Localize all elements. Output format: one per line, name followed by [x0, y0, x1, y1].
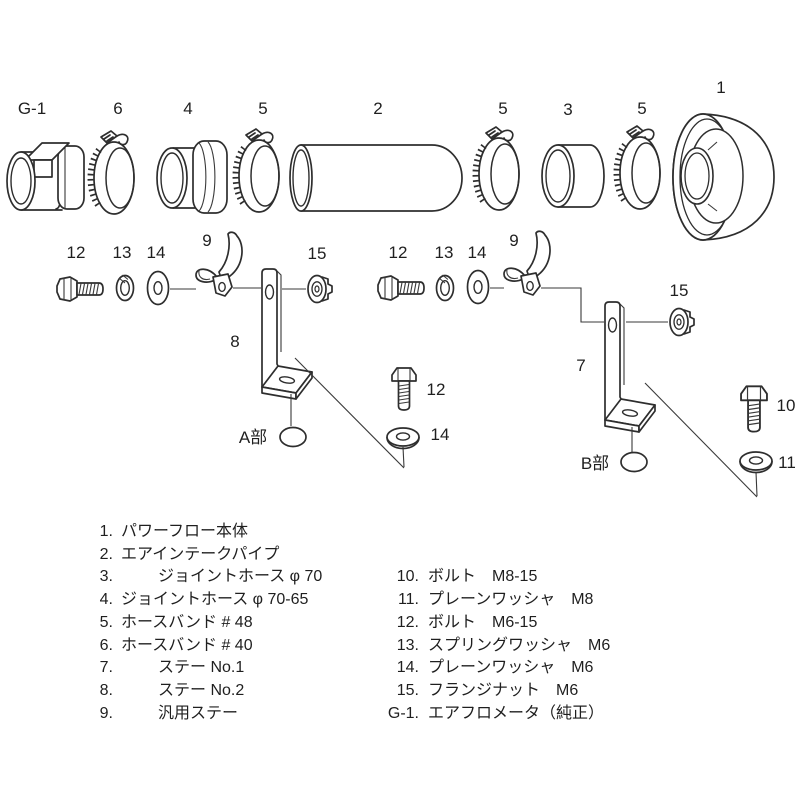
list-name-13: スプリングワッシャ M6 — [428, 636, 610, 654]
diagonal-b — [644, 382, 758, 498]
list-no-9: 9. — [100, 705, 113, 722]
callout-9b: 9 — [509, 231, 518, 250]
callout-10: 10 — [777, 396, 796, 415]
list-name-3: ジョイントホース φ 70 — [158, 568, 322, 585]
callout-3: 3 — [563, 100, 572, 119]
section-b-ellipse — [620, 451, 648, 473]
list-no-3: 3. — [100, 568, 113, 585]
part-5-hose-band-middle — [476, 127, 519, 210]
callout-12b: 12 — [389, 243, 408, 262]
list-no-6: 6. — [100, 637, 113, 654]
list-no-10: 10. — [397, 568, 419, 585]
part-15-flange-nut-a — [307, 274, 333, 304]
part-1-power-flow-body — [672, 113, 775, 241]
part-6-hose-band — [91, 131, 134, 214]
list-no-15: 15. — [397, 682, 419, 699]
part-10-bolt-b-bottom — [740, 385, 768, 433]
callout-2: 2 — [373, 99, 382, 118]
callout-14a: 14 — [147, 243, 166, 262]
callout-15b: 15 — [670, 281, 689, 300]
part-3-joint-hose — [541, 144, 605, 208]
list-no-4: 4. — [100, 591, 113, 608]
part-13-spring-washer-b — [435, 274, 455, 302]
list-name-12: ボルト M6-15 — [428, 613, 537, 631]
callout-13b: 13 — [435, 243, 454, 262]
callout-9a: 9 — [202, 231, 211, 250]
part-12-bolt-a — [56, 276, 104, 302]
list-name-g1: エアフロメータ（純正） — [428, 704, 604, 722]
fastener-group-b — [377, 230, 773, 498]
section-b-label: B部 — [581, 454, 609, 473]
callout-14a-bottom: 14 — [431, 425, 450, 444]
list-no-13: 13. — [397, 637, 419, 654]
list-no-11: 11. — [398, 591, 419, 608]
list-name-2: エアインテークパイプ — [121, 545, 279, 563]
list-name-4: ジョイントホース φ 70-65 — [121, 591, 308, 608]
list-name-6: ホースバンド # 40 — [121, 637, 253, 654]
list-no-1: 1. — [100, 523, 113, 540]
list-no-14: 14. — [397, 659, 419, 676]
callout-6: 6 — [113, 99, 122, 118]
callout-12a: 12 — [67, 243, 86, 262]
callout-8: 8 — [230, 332, 239, 351]
part-4-joint-hose — [156, 140, 228, 214]
callout-14b: 14 — [468, 243, 487, 262]
part-14-washer-a-bottom — [386, 427, 420, 450]
parts-list: 1. パワーフロー本体 2. エアインテークパイプ 3. ジョイントホース φ … — [100, 522, 611, 722]
list-name-1: パワーフロー本体 — [121, 522, 248, 540]
fastener-group-a — [56, 231, 420, 469]
list-name-5: ホースバンド # 48 — [121, 614, 253, 631]
callout-5b: 5 — [498, 99, 507, 118]
list-name-9: 汎用ステー — [158, 704, 238, 722]
part-5-hose-band-left — [236, 129, 279, 212]
part-14-plain-washer-a — [146, 270, 170, 306]
list-no-12: 12. — [397, 614, 419, 631]
part-12-bolt-b — [377, 275, 425, 301]
callout-13a: 13 — [113, 243, 132, 262]
list-no-7: 7. — [100, 659, 113, 676]
callout-5a: 5 — [258, 99, 267, 118]
list-name-7: ステー No.1 — [158, 659, 244, 676]
section-a-label: A部 — [239, 428, 267, 447]
part-2-intake-pipe — [289, 144, 463, 212]
list-name-8: ステー No.2 — [158, 682, 244, 699]
callout-11: 11 — [778, 453, 796, 472]
section-a-ellipse — [279, 426, 307, 448]
callout-5c: 5 — [637, 99, 646, 118]
part-g1-airflow-meter — [6, 142, 85, 211]
part-13-spring-washer-a — [115, 274, 135, 302]
list-name-11: プレーンワッシャ M8 — [428, 590, 594, 608]
callout-15a: 15 — [308, 244, 327, 263]
diagonal-a — [294, 357, 405, 469]
list-no-g1: G-1. — [388, 705, 419, 722]
list-no-5: 5. — [100, 614, 113, 631]
part-11-washer-b-bottom — [739, 451, 773, 474]
part-5-hose-band-right — [617, 126, 660, 209]
callout-7: 7 — [576, 356, 585, 375]
list-name-15: フランジナット M6 — [428, 682, 578, 699]
list-no-8: 8. — [100, 682, 113, 699]
callout-labels: G-1 6 4 5 2 5 3 5 1 12 13 14 9 15 8 12 1… — [18, 78, 796, 473]
callout-4: 4 — [183, 99, 192, 118]
list-no-2: 2. — [100, 546, 113, 563]
callout-1: 1 — [716, 78, 725, 97]
callout-g1: G-1 — [18, 99, 46, 118]
part-14-plain-washer-b — [466, 269, 490, 305]
list-name-14: プレーンワッシャ M6 — [428, 658, 594, 676]
callout-12a-bottom: 12 — [427, 380, 446, 399]
part-12-bolt-a-bottom — [391, 367, 417, 411]
part-15-flange-nut-b — [669, 307, 695, 337]
list-name-10: ボルト M8-15 — [428, 567, 537, 585]
